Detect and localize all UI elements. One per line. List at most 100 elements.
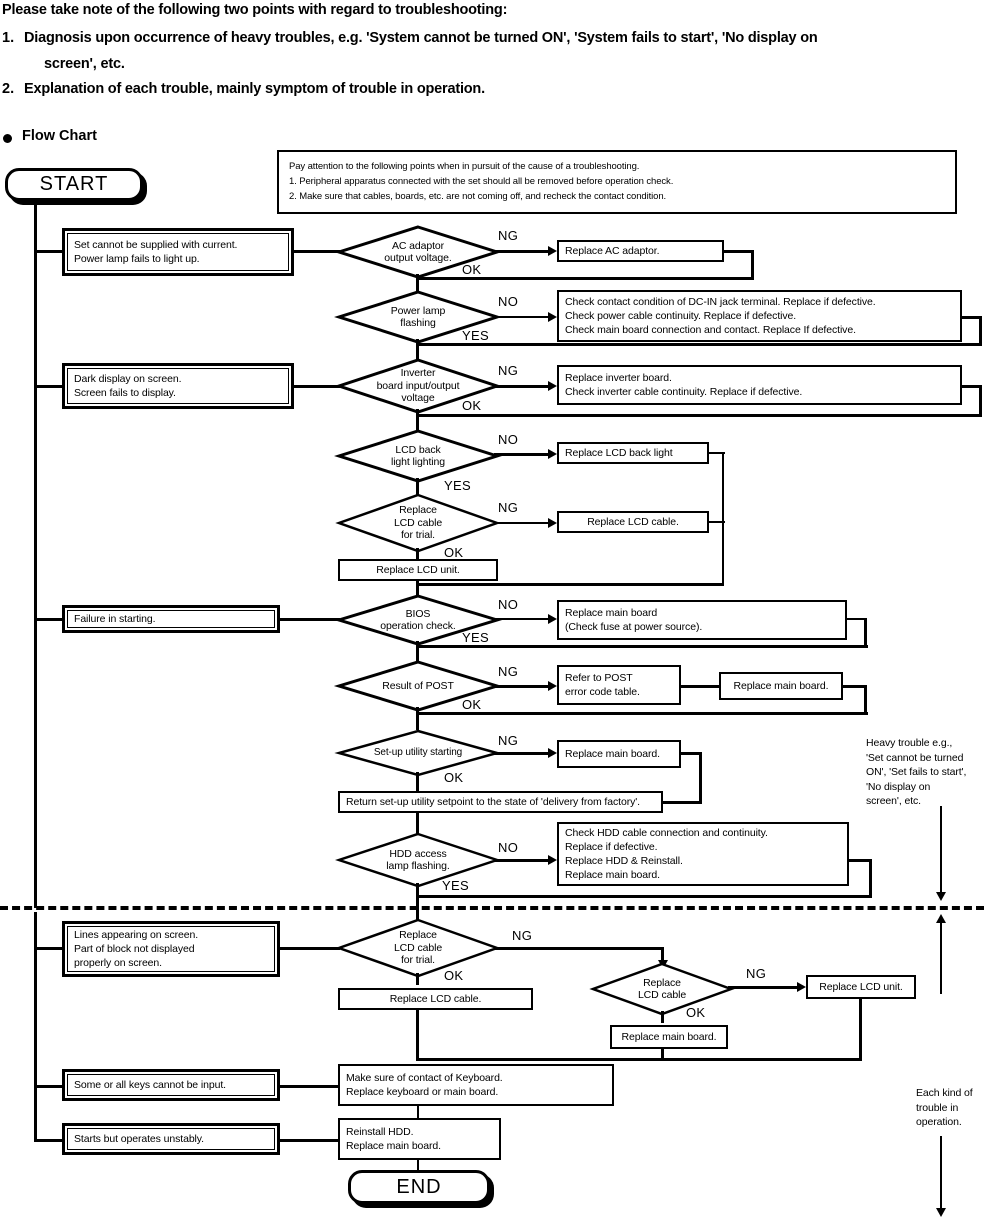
return-line-post-h [841,685,867,688]
diamond-shape-icon [335,493,501,553]
annotation-each-kind: Each kind of trouble in operation. [916,1086,973,1130]
connector-power-symptom-to-diamond [292,250,340,253]
intro-item-1-number: 1. [2,30,15,46]
return-line-backlight-h [707,452,725,454]
section-divider-dashed [0,906,984,910]
decision-setup-utility: Set-up utility starting [334,729,502,777]
annotation-heavy-line-5: screen', etc. [866,795,921,807]
branch-ng-lcd-cable-2-line [494,947,664,950]
action-dcin-checks: Check contact condition of DC-IN jack te… [557,290,962,342]
connector-to-power-lamp-diamond [416,277,419,291]
connector-trunk-to-power-symptom [34,250,64,253]
annotation-each-kind-arrow-line-lower [940,1136,942,1212]
action-replace-main-board-lcd-text: Replace main board. [621,1031,717,1043]
symptom-box-unstable: Starts but operates unstably. [62,1123,280,1155]
return-line-bios-v [864,618,867,647]
action-keyboard-line-1: Make sure of contact of Keyboard. [346,1072,503,1084]
annotation-each-kind-line-1: Each kind of [916,1087,973,1099]
connector-to-post-diamond [416,645,419,663]
branch-label-lcd-cable-2-ng: NG [512,928,533,943]
symptom-display-line-2: Screen fails to display. [74,387,176,399]
connector-display-symptom-to-diamond [292,385,340,388]
arrow-to-replace-main-board-setup [548,748,557,758]
connector-hdd-to-end [417,1158,419,1172]
branch-label-inverter-ok: OK [462,398,482,413]
branch-no-bios-line [494,618,552,620]
action-hdd-line-1: Check HDD cable connection and continuit… [565,827,768,839]
connector-to-inverter-diamond [416,343,419,359]
branch-no-backlight-line [494,453,552,456]
return-line-lcd-unit-2-v [859,997,862,1061]
diamond-shape-icon [335,918,501,978]
symptom-box-keys: Some or all keys cannot be input. [62,1069,280,1101]
symptom-box-lines: Lines appearing on screen. Part of block… [62,921,280,977]
bullet-icon [3,134,12,143]
arrow-to-inverter-actions [548,381,557,391]
branch-label-backlight-yes: YES [444,478,471,493]
symptom-starting-line-1: Failure in starting. [74,613,156,625]
annotation-heavy-arrow-line [940,806,942,896]
branch-label-bios-no: NO [498,597,519,612]
branch-label-setup-ok: OK [444,770,464,785]
branch-ok-lcd-cable-2-down [416,973,419,985]
intro-item-1-line-2: screen', etc. [44,56,125,72]
branch-ok-inverter-down [416,409,419,417]
intro-item-2-number: 2. [2,81,15,97]
action-replace-backlight: Replace LCD back light [557,442,709,464]
return-line-dcin-h [960,316,982,319]
connector-to-lcd-cable-2-diamond [416,895,419,923]
annotation-each-kind-line-2: trouble in [916,1101,959,1114]
annotation-heavy-line-4: 'No display on [866,780,931,793]
connector-lines-symptom-to-diamond [278,947,340,950]
annotation-heavy-arrow-head [936,892,946,901]
branch-label-post-ng: NG [498,664,519,679]
action-keyboard-line-2: Replace keyboard or main board. [346,1086,499,1098]
symptom-keys-line-1: Some or all keys cannot be input. [74,1079,226,1091]
end-terminator: END [348,1170,490,1204]
action-replace-backlight-text: Replace LCD back light [565,447,673,459]
return-line-backlight-v [722,452,724,583]
branch-yes-hdd-return [416,895,872,898]
action-reinstall-hdd: Reinstall HDD. Replace main board. [338,1118,501,1160]
branch-ng-post-line [494,685,552,688]
action-main-board-fuse-line-1: Replace main board [565,607,658,619]
branch-label-lcd-cable-3-ok: OK [686,1005,706,1020]
branch-label-backlight-no: NO [498,432,519,447]
action-replace-main-board-lcd: Replace main board. [610,1025,728,1049]
connector-unstable-symptom-to-action [278,1139,340,1142]
symptom-power-line-1: Set cannot be supplied with current. [74,239,238,251]
branch-label-lcd-cable-1-ok: OK [444,545,464,560]
branch-label-inverter-ng: NG [498,363,519,378]
flow-chart-heading: Flow Chart [22,128,97,144]
action-replace-lcd-unit-2-text: Replace LCD unit. [819,981,903,993]
action-replace-main-board-post-text: Replace main board. [733,680,829,692]
branch-ok-post-down [416,707,419,715]
branch-yes-backlight-down [416,478,419,498]
branch-label-hdd-yes: YES [442,878,469,893]
intro-item-1-line-1: Diagnosis upon occurrence of heavy troub… [24,30,818,46]
action-hdd-checks: Check HDD cable connection and continuit… [557,822,849,886]
return-line-lcd-cable-1-h [707,521,725,523]
branch-ok-lcd-cable-1-down [416,548,419,560]
connector-keys-symptom-to-action [278,1085,340,1088]
action-dcin-line-3: Check main board connection and contact.… [565,324,856,336]
action-replace-ac-adaptor: Replace AC adaptor. [557,240,724,262]
branch-label-power-lamp-no: NO [498,294,519,309]
symptom-box-power: Set cannot be supplied with current. Pow… [62,228,294,276]
annotation-each-kind-arrow-head-down [936,1208,946,1217]
branch-yes-power-lamp-return [416,343,982,346]
action-replace-lcd-unit-2: Replace LCD unit. [806,975,916,999]
branch-ng-setup-line [494,752,552,755]
branch-yes-power-lamp-down [416,339,419,345]
branch-ok-inverter-return [416,414,982,417]
intro-lead: Please take note of the following two po… [2,2,508,18]
return-line-setup-v [699,752,702,804]
symptom-lines-line-3: properly on screen. [74,957,162,969]
note-line-3: 2. Make sure that cables, boards, etc. a… [289,191,667,202]
return-line-lcd-branch-merge [416,583,724,586]
action-reinstall-hdd-line-1: Reinstall HDD. [346,1126,414,1138]
arrow-to-post-table [548,681,557,691]
connector-trunk-to-keys-symptom [34,1085,64,1088]
action-hdd-line-2: Replace if defective. [565,841,658,853]
action-replace-main-board-post: Replace main board. [719,672,843,700]
